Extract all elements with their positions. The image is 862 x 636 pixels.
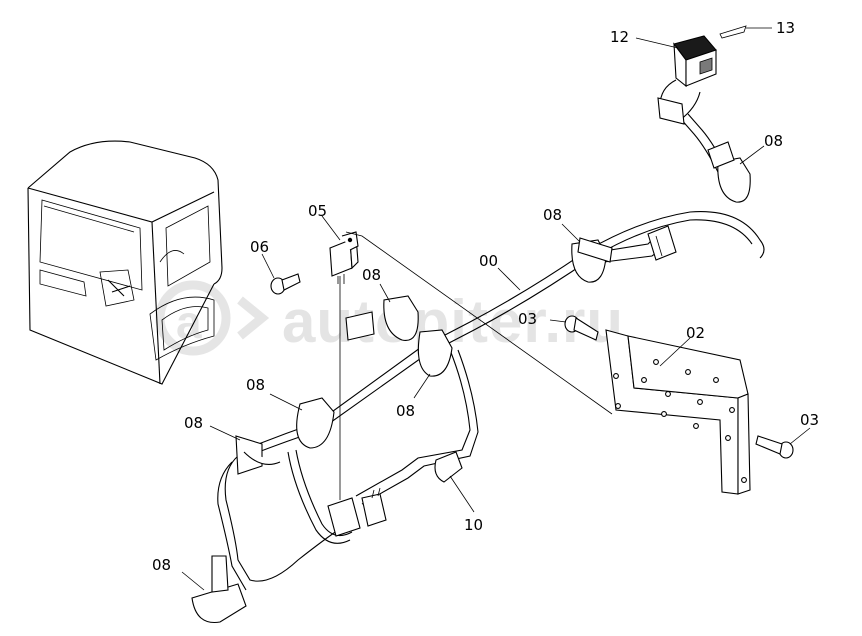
clamp-10 [434,451,463,483]
cab-inset-illustration [27,140,223,385]
leader-lines [181,27,811,591]
part-06-bolt [270,273,301,295]
callout-labels: 12 13 08 08 00 05 06 08 03 02 03 08 08 0… [152,19,819,574]
callout-08-lower-mid: 08 [396,402,415,420]
callout-08-bottom-left: 08 [152,556,171,574]
callout-06: 06 [250,238,269,256]
harness-connector [647,225,677,261]
callout-03-right: 03 [800,411,819,429]
callout-00: 00 [479,252,498,270]
svg-text:a: a [176,296,203,348]
callout-05: 05 [308,202,327,220]
part-02-bracket [605,329,751,495]
callout-10: 10 [464,516,483,534]
callout-03-upper: 03 [518,310,537,328]
clamp-08-c [345,295,419,341]
callout-08-mid: 08 [362,266,381,284]
lower-connector [327,487,387,537]
callout-12: 12 [610,28,629,46]
part-03-bolt-upper [564,315,599,341]
callout-02: 02 [686,324,705,342]
clamp-08-g [191,555,247,624]
part-13-label-plate [719,25,747,39]
clamp-08-f [235,435,281,475]
clamp-08-d [417,329,453,377]
part-05-relay [329,231,359,284]
callout-08-far-left: 08 [184,414,203,432]
part-12-switch [657,35,717,125]
clamp-08-e [296,397,335,449]
clamp-08-a [571,237,613,283]
callout-08-left: 08 [246,376,265,394]
clamp-08-b [707,141,751,203]
callout-08-upper-right: 08 [764,132,783,150]
callout-08-harness: 08 [543,206,562,224]
callout-13: 13 [776,19,795,37]
part-03-bolt-right [755,435,794,459]
